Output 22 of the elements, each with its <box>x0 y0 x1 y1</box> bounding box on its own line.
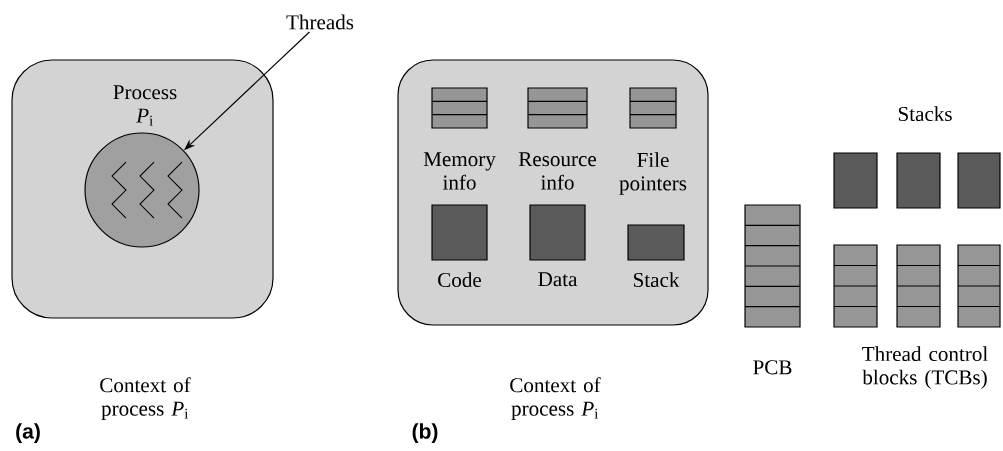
tcb-table <box>833 244 878 328</box>
stack-block <box>833 152 878 209</box>
stack-block <box>896 152 941 209</box>
thread-circle <box>84 132 200 248</box>
pcb-table: PCB <box>744 204 801 375</box>
node-label: Context of process P$_{i}$ <box>510 377 601 421</box>
stack-block <box>957 152 1001 209</box>
node-label: PCB <box>753 360 792 375</box>
node-label: Code <box>438 272 482 288</box>
code-block: Code <box>431 204 488 288</box>
tcb-table <box>896 244 941 328</box>
stack-block: Stack <box>627 224 685 288</box>
panel-label: (a) <box>16 423 40 443</box>
threads-label: Threads <box>286 14 354 30</box>
node-label: Data <box>538 272 578 287</box>
tcb-table <box>957 244 1001 328</box>
node-label: Stack <box>634 272 680 288</box>
panel-label: (b) <box>412 423 438 443</box>
tcb-label: Thread control blocks (TCBs) <box>862 346 988 389</box>
data-block: Data <box>529 204 586 287</box>
stacks-label: Stacks <box>898 106 952 122</box>
node-label: Context of process P$_{i}$ <box>100 377 191 421</box>
